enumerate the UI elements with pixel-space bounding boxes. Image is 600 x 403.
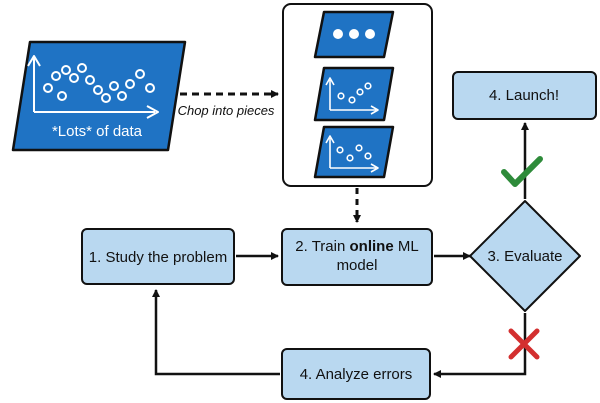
data-piece-more: [313, 10, 395, 59]
data-source-shape: [11, 40, 187, 152]
scatter-plot-icon: [325, 77, 379, 115]
data-piece: [313, 66, 395, 122]
evaluate-to-analyze-arrow: [433, 313, 527, 378]
step-train-prefix: 2. Train: [295, 238, 349, 255]
data-piece: [313, 125, 395, 179]
checkmark-icon: [501, 156, 543, 187]
step-train: 2. Train online ML model: [281, 228, 433, 286]
chop-label: Chop into pieces: [178, 103, 275, 118]
step-analyze: 4. Analyze errors: [281, 348, 431, 400]
step-train-label: 2. Train online ML: [295, 238, 418, 255]
scatter-plot-icon: [325, 135, 379, 173]
step-train-bold: online: [350, 238, 394, 255]
step-launch-label: 4. Launch!: [489, 87, 559, 104]
data-source-label: *Lots* of data: [52, 123, 143, 140]
scatter-plot-icon: [27, 55, 159, 119]
step-analyze-label: 4. Analyze errors: [300, 366, 413, 383]
step-launch: 4. Launch!: [452, 71, 597, 120]
step-evaluate: 3. Evaluate: [469, 200, 581, 312]
step-evaluate-label: 3. Evaluate: [487, 248, 562, 265]
data-source: *Lots* of data: [11, 40, 187, 152]
step-train-label-line2: model: [337, 257, 378, 274]
cross-icon: [508, 328, 540, 360]
step-study-label: 1. Study the problem: [89, 249, 227, 266]
analyze-to-study-arrow: [152, 289, 280, 376]
step-study: 1. Study the problem: [81, 228, 235, 285]
step-train-suffix: ML: [394, 238, 419, 255]
ellipsis-icon: [333, 29, 375, 39]
